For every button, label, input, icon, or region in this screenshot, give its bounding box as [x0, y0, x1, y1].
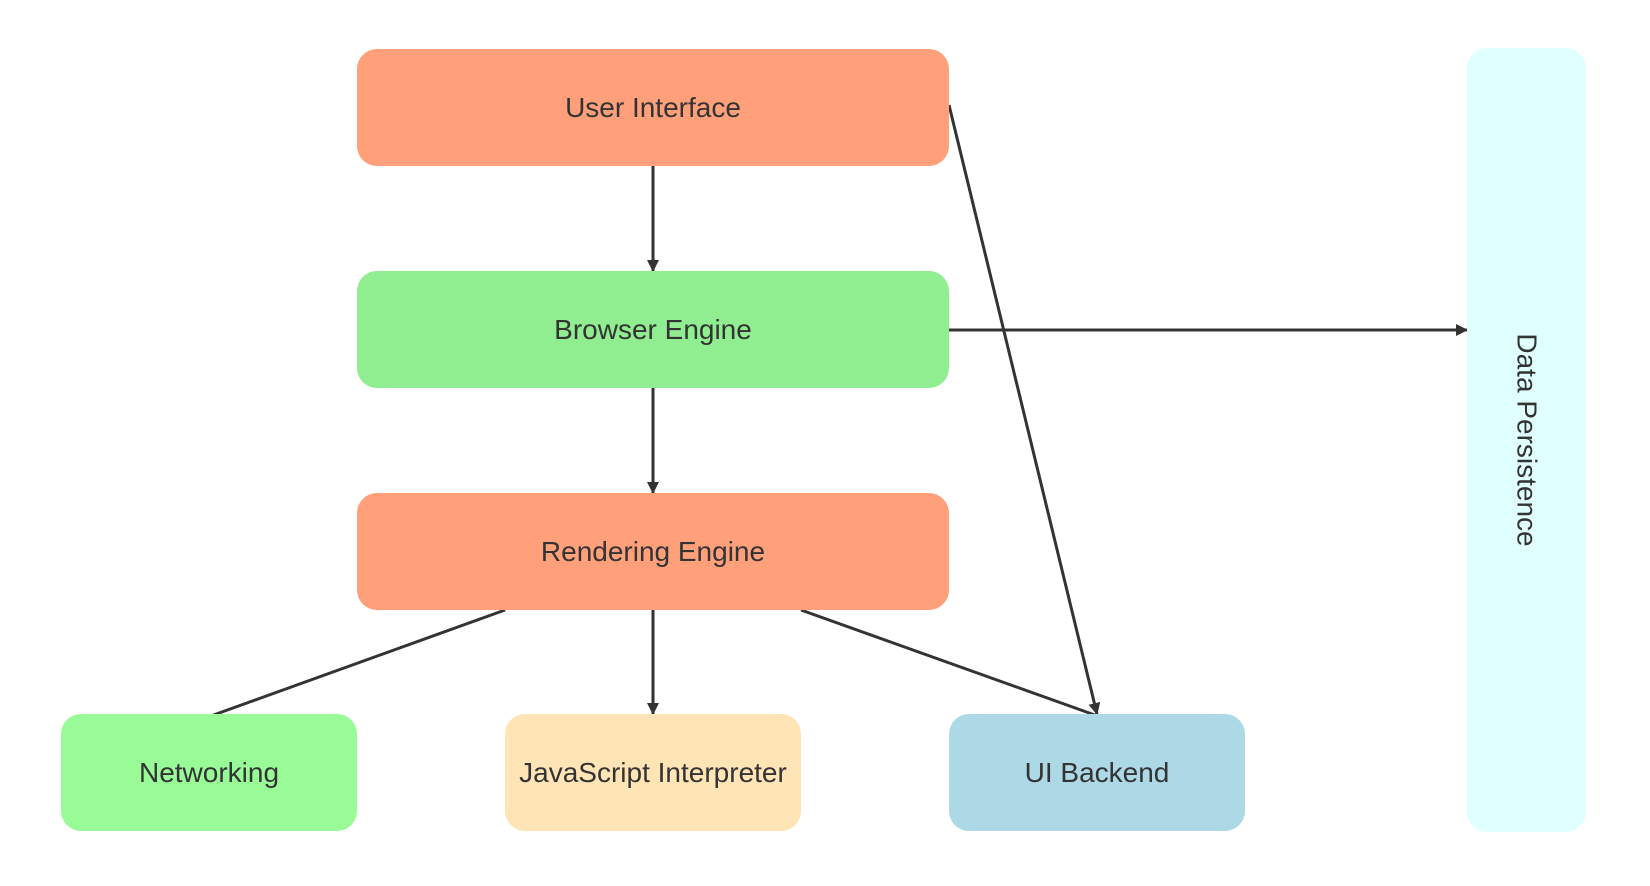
- browser-engine-node[interactable]: Browser Engine: [357, 271, 949, 388]
- ui-backend-node[interactable]: UI Backend: [949, 714, 1245, 831]
- user-interface-node[interactable]: User Interface: [357, 49, 949, 166]
- rendering-engine-node[interactable]: Rendering Engine: [357, 493, 949, 610]
- data-persistence-node[interactable]: Data Persistence: [1467, 48, 1586, 832]
- ui-backend-label: UI Backend: [1024, 756, 1170, 788]
- javascript-interpreter-node[interactable]: JavaScript Interpreter: [505, 714, 801, 831]
- networking-label: Networking: [138, 756, 280, 788]
- edge-rendering-engine-to-ui-backend: [800, 608, 1121, 726]
- user-interface-label: User Interface: [565, 91, 741, 123]
- rendering-engine-label: Rendering Engine: [540, 535, 766, 567]
- networking-node[interactable]: Networking: [61, 714, 357, 831]
- edges-layer: [182, 104, 1468, 728]
- edge-user-interface-to-ui-backend: [947, 104, 1101, 715]
- data-persistence-label: Data Persistence: [1511, 333, 1543, 547]
- javascript-interpreter-label: JavaScript Interpreter: [519, 756, 787, 788]
- edge-rendering-engine-to-networking: [182, 608, 506, 728]
- browser-engine-label: Browser Engine: [554, 313, 752, 345]
